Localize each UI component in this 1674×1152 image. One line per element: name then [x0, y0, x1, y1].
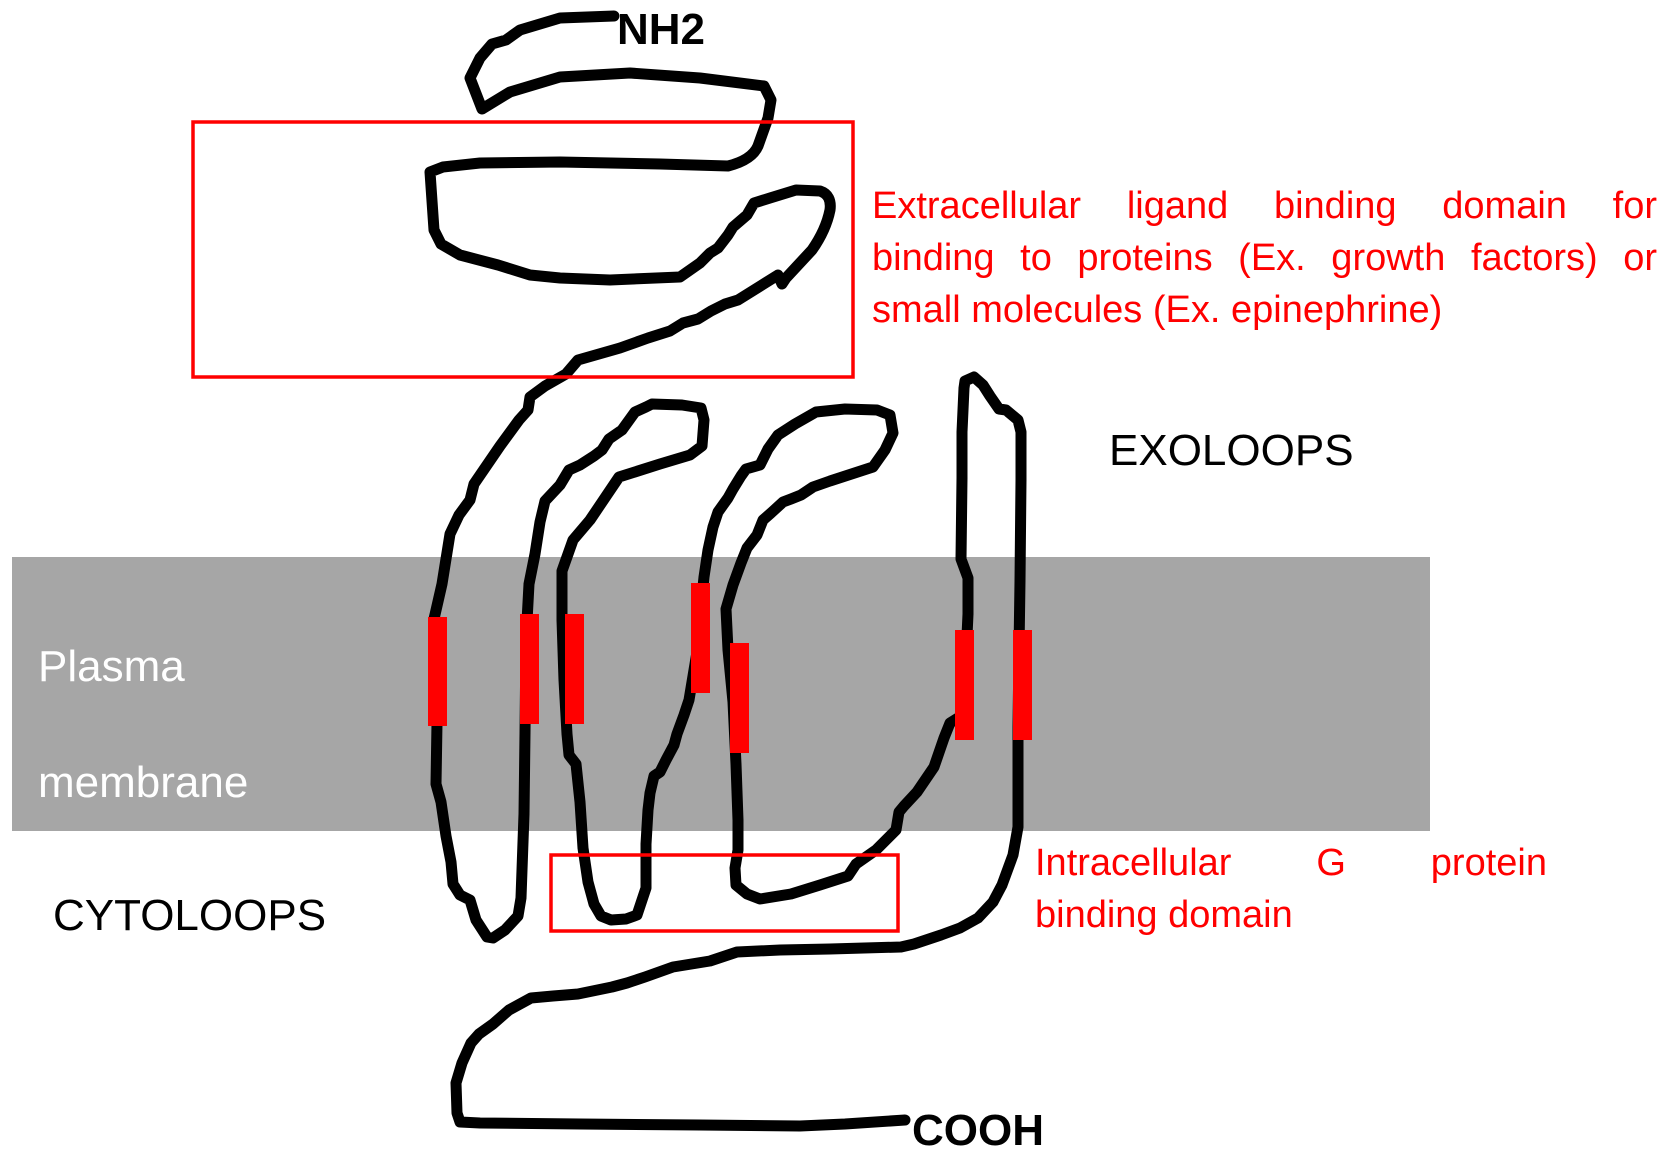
helix-segment [730, 643, 749, 753]
extracellular-annotation: Extracellular ligand binding domain for … [872, 180, 1657, 336]
helix-segment [1013, 630, 1032, 740]
helix-segment [565, 614, 584, 724]
membrane-label-line2: membrane [38, 758, 248, 807]
extracellular-annotation-line: small molecules (Ex. epinephrine) [872, 284, 1657, 336]
extracellular-annotation-line: binding to proteins (Ex. growth factors)… [872, 232, 1657, 284]
helix-segment [691, 583, 710, 693]
intracellular-annotation: Intracellular G protein binding domain [1035, 837, 1547, 941]
n-terminus-label: NH2 [617, 5, 705, 54]
helix-segment [428, 617, 447, 726]
membrane-label-line1: Plasma [38, 642, 185, 691]
extracellular-annotation-line: Extracellular ligand binding domain for [872, 180, 1657, 232]
helix-segment [955, 630, 974, 740]
helix-segment [520, 614, 539, 724]
c-terminus-label: COOH [912, 1106, 1044, 1152]
cytoloops-label: CYTOLOOPS [53, 891, 326, 940]
intracellular-annotation-line: Intracellular G protein [1035, 837, 1547, 889]
exoloops-label: EXOLOOPS [1109, 426, 1354, 475]
intracellular-annotation-line: binding domain [1035, 889, 1547, 941]
